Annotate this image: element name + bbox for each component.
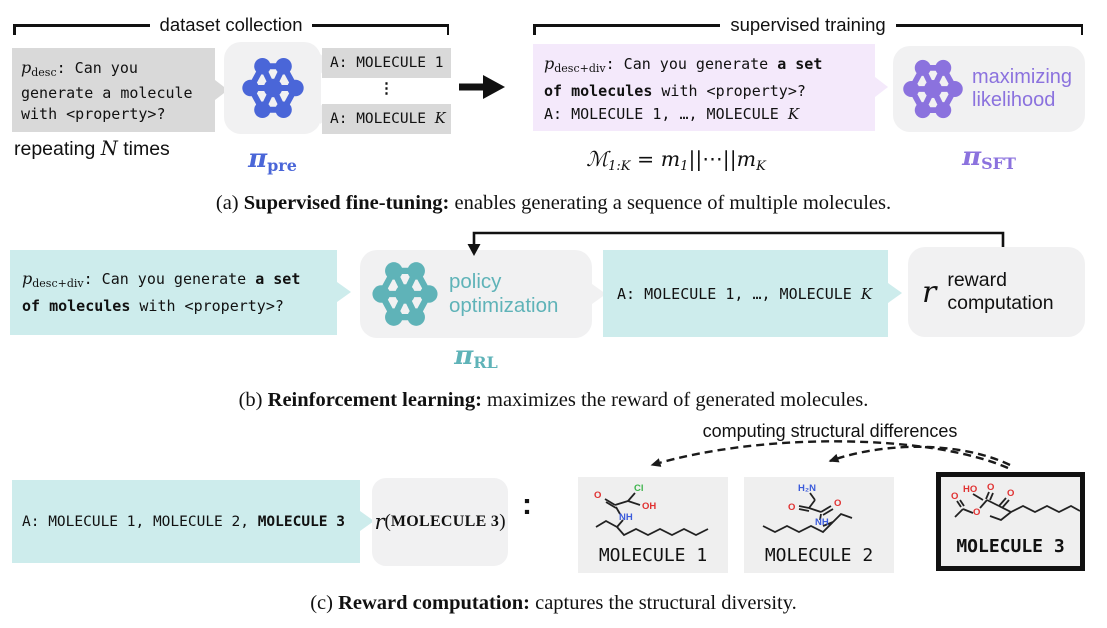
bracket-tick	[1080, 24, 1083, 35]
bracket-tick	[13, 24, 16, 35]
atom-o: O	[1007, 488, 1014, 499]
bracket-label: supervised training	[730, 14, 886, 35]
bracket-tick	[446, 24, 450, 35]
molecule-label: MOLECULE 2	[764, 545, 874, 566]
reward-variable: r	[374, 510, 385, 534]
dashed-arrow-to-molecule-2	[828, 445, 1011, 467]
reward-argument: MOLECULE 3	[390, 513, 500, 530]
molecule-network-icon	[241, 57, 304, 119]
p-desc-variable: pdesc	[21, 58, 57, 80]
reward-expression-box: r(MOLECULE 3)	[372, 478, 508, 566]
p-desc-div-variable: pdesc+div	[22, 268, 84, 291]
model-container-sft: maximizing likelihood	[893, 46, 1085, 132]
molecule-label: MOLECULE 3	[956, 536, 1065, 557]
dashed-arrow-to-molecule-1	[650, 440, 1009, 470]
atom-o: O	[951, 491, 958, 502]
model-container-pretrained	[224, 42, 334, 134]
bracket-label: dataset collection	[159, 14, 303, 35]
bracket-line	[312, 24, 447, 27]
paren-open: (	[384, 511, 391, 532]
bracket-line	[535, 24, 721, 27]
bracket-tick	[533, 24, 536, 35]
atom-o: O	[987, 482, 994, 493]
caption-b: (b) Reinforcement learning: maximizes th…	[238, 389, 869, 411]
answer-box-reward: A: MOLECULE 1, MOLECULE 2, MOLECULE 3	[12, 480, 374, 563]
prompt-box-sft: pdesc+div: Can you generate a set of mol…	[533, 44, 888, 131]
model-container-rl: policy optimization	[360, 250, 606, 338]
molecule-network-icon	[372, 262, 438, 326]
repeat-note: repeating N times	[14, 137, 170, 160]
atom-o: O	[973, 507, 980, 518]
flow-arrow-icon	[459, 75, 505, 99]
p-desc-div-variable: pdesc+div	[544, 54, 606, 76]
reward-variable: r	[922, 274, 937, 310]
pi-sft-label: πSFT	[962, 142, 1016, 173]
atom-o: O	[834, 498, 841, 509]
comparison-colon: :	[522, 488, 532, 521]
molecule-structure-2: H₂N O O NH	[762, 483, 853, 534]
caption-c: (c) Reward computation: captures the str…	[310, 592, 797, 614]
structural-differences-label: computing structural differences	[702, 421, 958, 441]
speech-tail	[592, 284, 606, 304]
sft-objective-label: maximizing likelihood	[972, 66, 1073, 111]
atom-ho: HO	[963, 484, 977, 495]
bracket-line	[15, 24, 150, 27]
concatenation-equation: ℳ1:K = m1||⋯||mK	[586, 147, 766, 174]
atom-nh: NH	[619, 512, 633, 523]
molecule-card-2: H₂N O O NH MOLECULE 2	[744, 477, 894, 573]
policy-optimization-label: policy optimization	[449, 270, 559, 317]
speech-tail	[875, 77, 888, 97]
speech-tail	[360, 511, 374, 531]
prompt-text: : Can you generate a molecule with <prop…	[21, 59, 193, 124]
prompt-box-dataset: pdesc: Can you generate a molecule with …	[12, 48, 228, 132]
atom-o: O	[788, 502, 795, 513]
atom-oh: OH	[642, 501, 656, 512]
molecule-network-icon	[903, 59, 963, 119]
molecule-card-3: HO O O O O MOLECULE 3	[936, 472, 1085, 571]
atom-h2n: H₂N	[798, 483, 816, 494]
paren-close: )	[499, 511, 506, 532]
output-molecule-k: A: MOLECULE K	[322, 104, 451, 134]
molecule-structure-1: Cl O OH NH	[594, 483, 709, 537]
atom-cl: Cl	[634, 483, 644, 494]
atom-o: O	[594, 490, 601, 501]
molecule-card-1: Cl O OH NH MOLECULE 1	[578, 477, 728, 573]
reward-computation-label: reward computation	[947, 269, 1054, 314]
output-box-rl: A: MOLECULE 1, …, MOLECULE K	[603, 250, 902, 337]
atom-nh: NH	[815, 517, 829, 528]
bracket-line	[895, 24, 1081, 27]
output-molecule-1: A: MOLECULE 1	[322, 48, 451, 78]
pi-rl-label: πRL	[454, 341, 498, 372]
pi-pre-label: πpre	[248, 144, 297, 175]
bracket-dataset-collection: dataset collection	[13, 14, 450, 36]
vertical-ellipsis: ⋮	[379, 79, 394, 97]
speech-tail	[888, 283, 902, 303]
molecule-label: MOLECULE 1	[598, 545, 708, 566]
reward-computation-box: r reward computation	[908, 247, 1085, 337]
molecule-structure-3: HO O O O O	[951, 482, 1081, 522]
bracket-supervised-training: supervised training	[533, 14, 1083, 36]
caption-a: (a) Supervised fine-tuning: enables gene…	[215, 192, 892, 214]
prompt-box-rl: pdesc+div: Can you generate a set of mol…	[10, 250, 351, 335]
speech-tail	[337, 282, 351, 302]
